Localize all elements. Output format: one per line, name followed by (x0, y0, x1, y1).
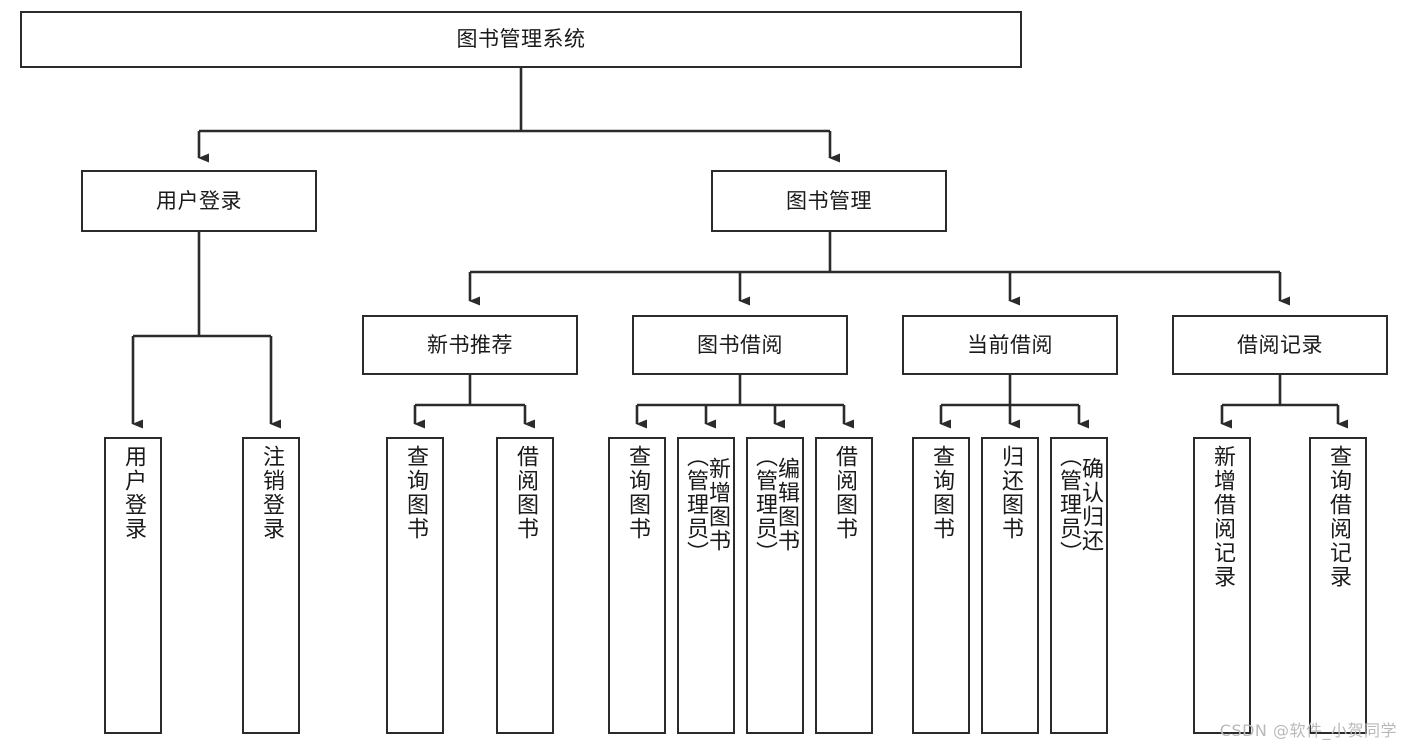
node-label: 查询图书 (625, 445, 650, 541)
node-label: 查询图书 (403, 445, 428, 541)
node-leaf-query-book-current[interactable]: 查询图书 (912, 437, 970, 734)
node-label: 借阅记录 (1237, 332, 1323, 357)
node-label: 图书管理 (786, 188, 872, 213)
node-leaf-confirm-return-admin[interactable]: 确认归还 （管理员） (1050, 437, 1108, 734)
node-leaf-add-borrow-record[interactable]: 新增借阅记录 (1193, 437, 1251, 734)
node-book-borrowing[interactable]: 图书借阅 (632, 315, 848, 375)
node-label: 注销登录 (259, 445, 284, 541)
node-leaf-borrow-book[interactable]: 借阅图书 (815, 437, 873, 734)
node-label: 当前借阅 (967, 332, 1053, 357)
node-leaf-add-book-admin[interactable]: 新增图书 （管理员） (677, 437, 735, 734)
node-label: 归还图书 (998, 445, 1023, 541)
node-leaf-return-book[interactable]: 归还图书 (981, 437, 1039, 734)
node-label: 编辑图书 （管理员） (752, 445, 799, 565)
node-leaf-query-borrow-record[interactable]: 查询借阅记录 (1309, 437, 1367, 734)
node-label: 借阅图书 (832, 445, 857, 541)
csdn-watermark: CSDN @软件_小贺同学 (1219, 721, 1397, 740)
node-leaf-logout[interactable]: 注销登录 (242, 437, 300, 734)
node-label: 查询借阅记录 (1326, 445, 1351, 589)
node-leaf-query-book-recommend[interactable]: 查询图书 (386, 437, 444, 734)
node-label: 图书借阅 (697, 332, 783, 357)
node-user-login[interactable]: 用户登录 (81, 170, 317, 232)
node-label: 用户登录 (156, 188, 242, 213)
node-book-management[interactable]: 图书管理 (711, 170, 947, 232)
node-leaf-query-book-borrow[interactable]: 查询图书 (608, 437, 666, 734)
node-leaf-edit-book-admin[interactable]: 编辑图书 （管理员） (746, 437, 804, 734)
node-label: 新书推荐 (427, 332, 513, 357)
node-current-borrowing[interactable]: 当前借阅 (902, 315, 1118, 375)
node-label: 用户登录 (121, 445, 146, 541)
node-label: 新增图书 （管理员） (683, 445, 730, 565)
node-leaf-user-login[interactable]: 用户登录 (104, 437, 162, 734)
node-leaf-borrow-book-recommend[interactable]: 借阅图书 (496, 437, 554, 734)
node-label: 确认归还 （管理员） (1056, 445, 1103, 565)
node-label: 查询图书 (929, 445, 954, 541)
node-borrow-records[interactable]: 借阅记录 (1172, 315, 1388, 375)
node-label: 借阅图书 (513, 445, 538, 541)
node-label: 图书管理系统 (456, 27, 586, 52)
node-new-book-recommendation[interactable]: 新书推荐 (362, 315, 578, 375)
node-label: 新增借阅记录 (1210, 445, 1235, 589)
node-root-book-management-system[interactable]: 图书管理系统 (20, 11, 1022, 68)
